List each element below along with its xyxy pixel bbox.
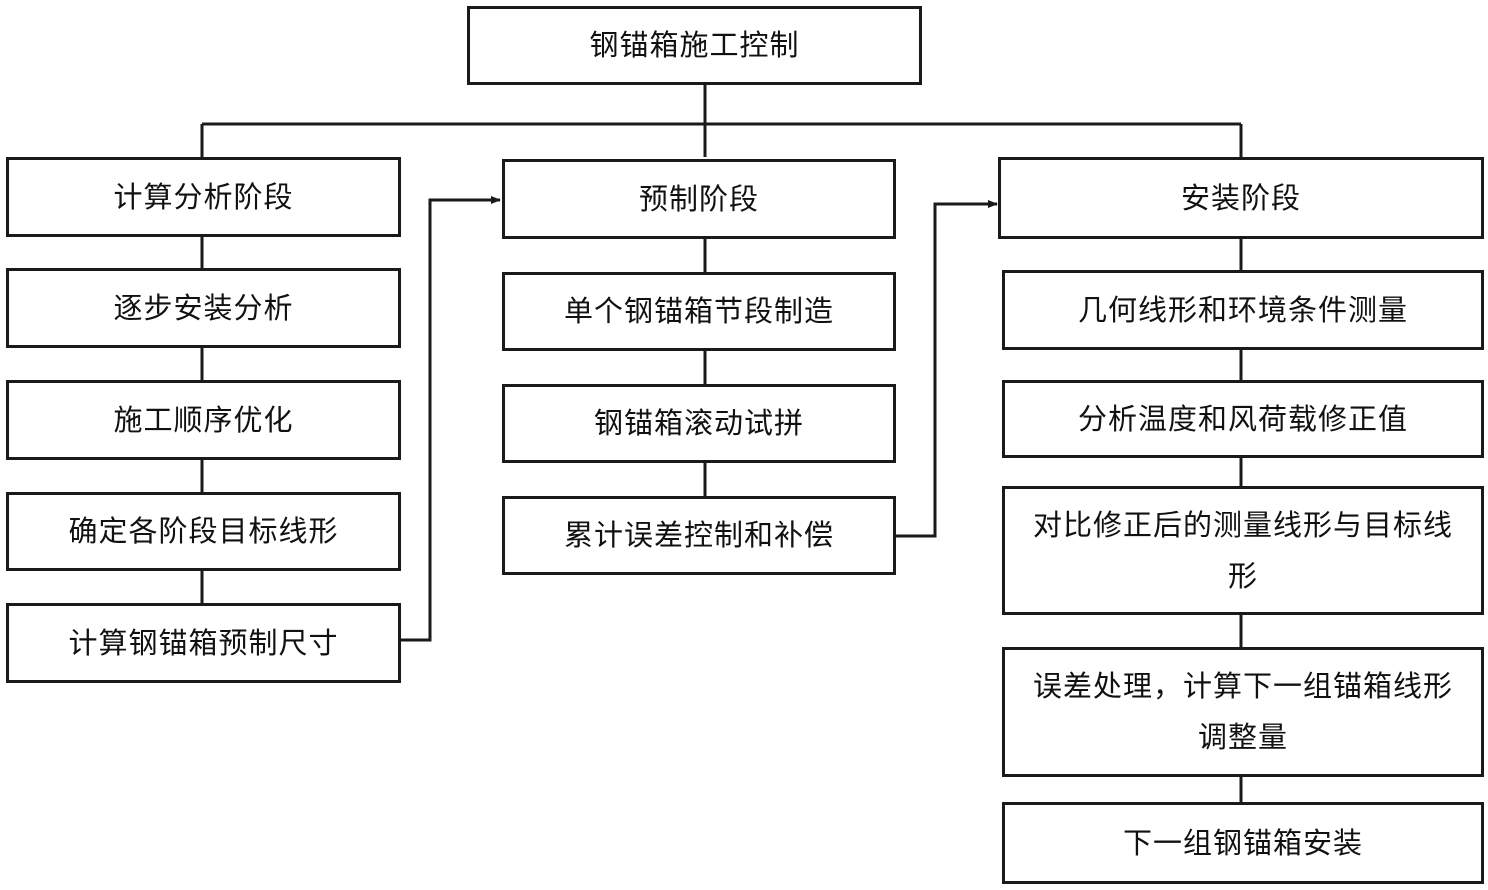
- stage-header-installation: 安装阶段: [998, 157, 1484, 239]
- step-box: 逐步安装分析: [6, 268, 401, 348]
- step-box: 单个钢锚箱节段制造: [502, 272, 896, 351]
- step-box: 累计误差控制和补偿: [502, 496, 896, 575]
- step-box: 施工顺序优化: [6, 380, 401, 460]
- stage-header-prefabrication: 预制阶段: [502, 159, 896, 239]
- step-box: 下一组钢锚箱安装: [1002, 802, 1484, 884]
- step-box: 确定各阶段目标线形: [6, 492, 401, 571]
- step-box: 对比修正后的测量线形与目标线形: [1002, 486, 1484, 615]
- step-box: 误差处理，计算下一组锚箱线形调整量: [1002, 647, 1484, 777]
- flow-arrow-to-prefab: [400, 196, 501, 642]
- step-box: 分析温度和风荷载修正值: [1002, 380, 1484, 458]
- title-box: 钢锚箱施工控制: [467, 6, 922, 85]
- flow-arrow-to-install: [895, 200, 998, 538]
- stage-header-analysis: 计算分析阶段: [6, 157, 401, 237]
- step-box: 钢锚箱滚动试拼: [502, 384, 896, 463]
- step-box: 计算钢锚箱预制尺寸: [6, 603, 401, 683]
- step-box: 几何线形和环境条件测量: [1002, 270, 1484, 350]
